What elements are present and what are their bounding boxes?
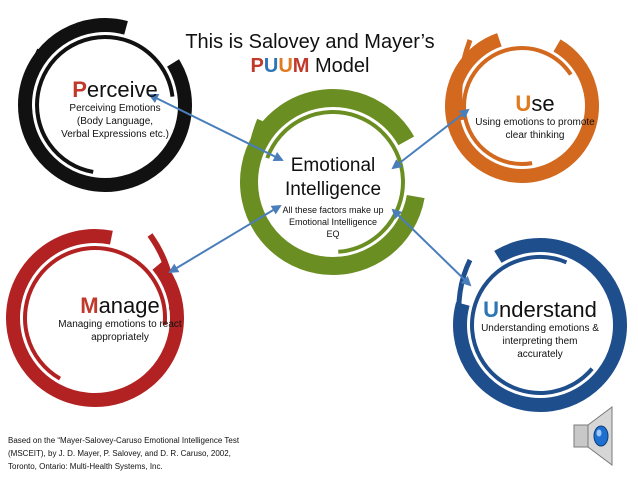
title-line2: PUUM Model [150, 54, 470, 78]
manage-heading: Manage [80, 293, 160, 318]
perceive-heading: Perceive [72, 77, 158, 102]
center-title: Emotional Intelligence [284, 155, 382, 200]
arrow-understand-center [391, 208, 472, 287]
arrow-perceive-center [148, 94, 284, 161]
node-perceive: Perceive Perceiving Emotions (Body Langu… [50, 78, 180, 141]
node-manage: Manage Managing emotions to react approp… [50, 294, 190, 344]
arrow-manage-center [168, 204, 282, 274]
puum-letter-u1: U [263, 55, 279, 77]
node-use: Use Using emotions to promote clear thin… [470, 92, 600, 142]
understand-description: Understanding emotions & interpreting th… [481, 323, 599, 360]
perceive-ring [18, 18, 192, 192]
diagram-title: This is Salovey and Mayer’s PUUM Model [150, 30, 470, 78]
title-line1: This is Salovey and Mayer’s [185, 31, 435, 53]
title-model: Model [309, 55, 370, 77]
understand-heading: Understand [483, 297, 597, 322]
arrow-use-center [391, 108, 470, 170]
manage-ring [6, 229, 184, 407]
puum-letter-u2: U [278, 55, 293, 77]
use-heading: Use [515, 91, 555, 116]
center-description: All these factors make up Emotional Inte… [282, 205, 384, 239]
citation-footnote: Based on the “Mayer-Salovey-Caruso Emoti… [8, 436, 240, 471]
manage-description: Managing emotions to react appropriately [58, 319, 182, 343]
node-understand: Understand Understanding emotions & inte… [470, 298, 610, 361]
puum-letter-m: M [292, 55, 310, 77]
use-description: Using emotions to promote clear thinking [475, 117, 595, 141]
puum-letter-p: P [250, 55, 264, 77]
node-emotional-intelligence: Emotional Intelligence All these factors… [263, 154, 403, 240]
speaker-icon[interactable] [573, 406, 613, 466]
perceive-description: Perceiving Emotions (Body Language, Verb… [61, 103, 169, 140]
